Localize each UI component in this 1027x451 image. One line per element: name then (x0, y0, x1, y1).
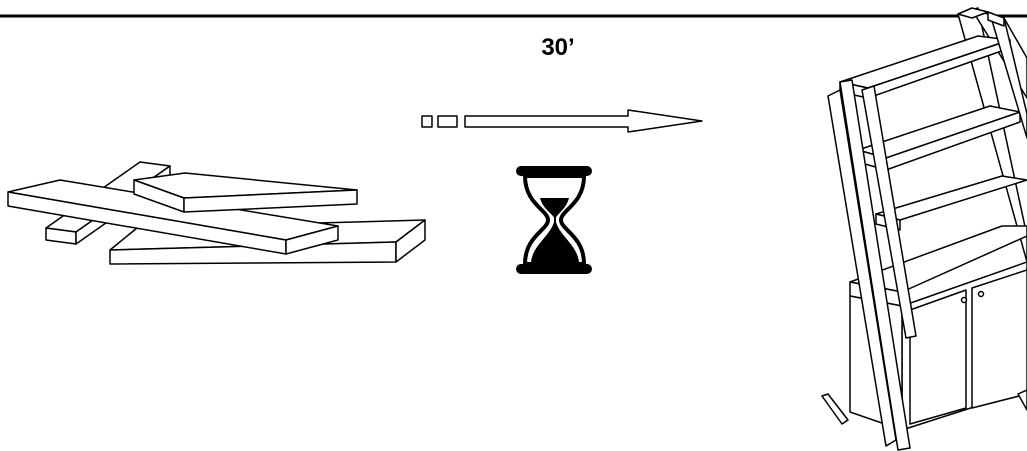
arrow-dot-small (421, 115, 433, 128)
arrow-shaft-head (464, 109, 703, 133)
progress-arrow-icon (421, 109, 703, 133)
ladder-shelf-cabinet-icon (821, 7, 1027, 451)
hourglass-icon (516, 166, 592, 274)
arrow-dot-large (437, 115, 458, 128)
boards-pile-icon (7, 161, 426, 265)
assembly-time-label: 30’ (541, 34, 575, 61)
